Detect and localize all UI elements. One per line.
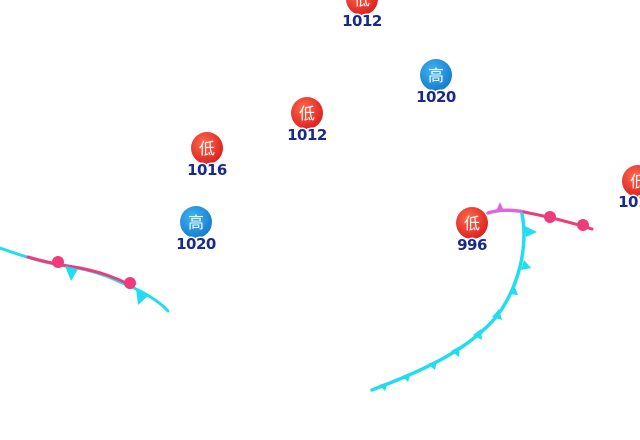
front-line: [486, 208, 526, 215]
low-marker-icon: [622, 165, 640, 197]
center-symbol: 低: [630, 172, 640, 191]
low-marker-icon: [456, 207, 488, 239]
occluded-front: [486, 202, 594, 231]
high-marker-icon: [420, 59, 452, 91]
cold-front-triangle: [428, 360, 437, 370]
pressure-label: 1012: [618, 193, 640, 211]
pressure-label: 1020: [176, 235, 216, 253]
warm-front-semicircle: [52, 256, 64, 268]
cold-front-triangle: [521, 260, 531, 270]
center-symbol: 高: [188, 213, 204, 232]
warm-front-segment: [26, 255, 134, 288]
center-symbol: 低: [464, 214, 480, 233]
pressure-label: 996: [457, 236, 487, 254]
low-pressure-center[interactable]: 低 1012: [617, 165, 640, 213]
cold-front-triangle: [136, 289, 148, 305]
high-pressure-center[interactable]: 高 1020: [175, 206, 218, 255]
center-symbol: 低: [354, 0, 370, 9]
low-marker-icon: [191, 132, 223, 164]
occluded-front-triangle: [496, 202, 504, 211]
cold-front-triangle: [402, 373, 411, 382]
high-marker-icon: [180, 206, 212, 238]
cold-front-triangle: [509, 285, 518, 295]
pressure-label: 1012: [287, 126, 327, 144]
cold-front-triangle: [473, 329, 482, 340]
warm-front-semicircle: [544, 211, 556, 223]
front-line: [370, 212, 526, 392]
high-pressure-center[interactable]: 高 1020: [415, 59, 458, 108]
low-pressure-center[interactable]: 低 996: [456, 207, 489, 256]
front-line: [0, 246, 170, 313]
low-pressure-center[interactable]: 低 1016: [186, 132, 229, 181]
warm-front-semicircle: [124, 277, 136, 289]
pressure-label: 1020: [416, 88, 456, 106]
low-marker-icon: [291, 97, 323, 129]
cold-front-triangle: [492, 309, 502, 320]
center-symbol: 高: [428, 66, 444, 85]
cold-front-triangle: [65, 266, 78, 281]
warm-front-semicircle: [577, 219, 589, 231]
cold-front-triangle: [451, 346, 460, 357]
cold-front-triangle: [379, 382, 388, 391]
center-symbol: 低: [199, 139, 215, 158]
center-symbol: 低: [299, 104, 315, 123]
stationary-front: [0, 246, 170, 313]
low-pressure-center[interactable]: 低 1012: [341, 0, 384, 32]
cold-front: [370, 212, 537, 392]
pressure-label: 1016: [187, 161, 227, 179]
low-marker-icon: [346, 0, 378, 15]
pressure-label: 1012: [342, 12, 382, 30]
cold-front-triangle: [525, 226, 537, 237]
low-pressure-center[interactable]: 低 1012: [286, 97, 329, 146]
